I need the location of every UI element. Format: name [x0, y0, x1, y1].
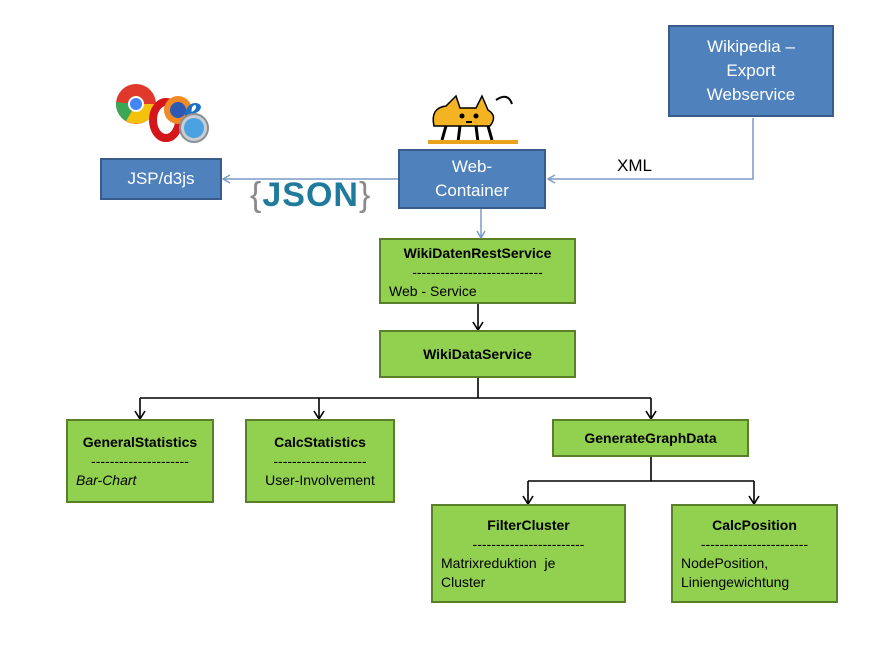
wiki-daten-rest-service-box: WikiDatenRestService -------------------… — [379, 238, 576, 304]
calc-position-line2: Liniengewichtung — [681, 574, 790, 590]
json-text: JSON — [262, 176, 359, 214]
rest-service-title: WikiDatenRestService — [403, 245, 552, 261]
json-open-brace: { — [250, 176, 263, 214]
data-service-branch — [140, 378, 651, 399]
calc-position-divider: ----------------------- — [700, 536, 809, 552]
calc-position-box: CalcPosition ----------------------- Nod… — [671, 504, 838, 603]
calc-statistics-subtitle: User-Involvement — [265, 472, 375, 488]
generate-graph-data-box: GenerateGraphData — [552, 419, 749, 457]
filter-cluster-line2: Cluster — [441, 574, 486, 590]
calc-statistics-divider: -------------------- — [273, 453, 367, 469]
json-label: {JSON} — [250, 176, 371, 215]
generate-graph-title: GenerateGraphData — [584, 429, 717, 446]
calc-position-title: CalcPosition — [712, 517, 797, 533]
data-service-title: WikiDataService — [423, 345, 532, 362]
general-statistics-title: GeneralStatistics — [82, 434, 198, 450]
wikipedia-line1: Wikipedia – — [707, 37, 795, 56]
browser-logos-icon: e — [115, 84, 209, 143]
filter-cluster-divider: ------------------------ — [472, 536, 585, 552]
wikipedia-line3: Webservice — [706, 85, 796, 104]
calc-statistics-box: CalcStatistics -------------------- User… — [245, 419, 395, 503]
xml-label: XML — [617, 156, 652, 175]
jsp-d3js-box: JSP/d3js — [100, 158, 222, 200]
general-statistics-box: GeneralStatistics --------------------- … — [66, 419, 214, 503]
rest-service-divider: ---------------------------- — [412, 264, 543, 280]
xml-arrow — [546, 118, 754, 184]
web-container-line1: Web- — [451, 157, 493, 176]
tomcat-icon — [428, 94, 518, 144]
filter-cluster-title: FilterCluster — [487, 517, 570, 533]
calc-statistics-title: CalcStatistics — [274, 434, 366, 450]
wikipedia-export-box: Wikipedia – Export Webservice — [668, 25, 834, 117]
graph-branch — [528, 457, 754, 482]
filter-cluster-line1: Matrixreduktion je — [441, 555, 556, 571]
general-statistics-divider: --------------------- — [91, 453, 189, 469]
rest-service-subtitle: Web - Service — [389, 283, 477, 299]
json-close-brace: } — [358, 176, 372, 214]
filter-cluster-box: FilterCluster ------------------------ M… — [431, 504, 626, 603]
web-container-line2: Container — [435, 181, 509, 200]
wiki-data-service-box: WikiDataService — [379, 330, 576, 378]
jsp-d3js-label: JSP/d3js — [127, 169, 195, 188]
wikipedia-line2: Export — [726, 61, 776, 80]
calc-position-line1: NodePosition, — [681, 555, 769, 571]
web-container-box: Web- Container — [398, 149, 546, 209]
general-statistics-subtitle: Bar-Chart — [76, 472, 137, 488]
